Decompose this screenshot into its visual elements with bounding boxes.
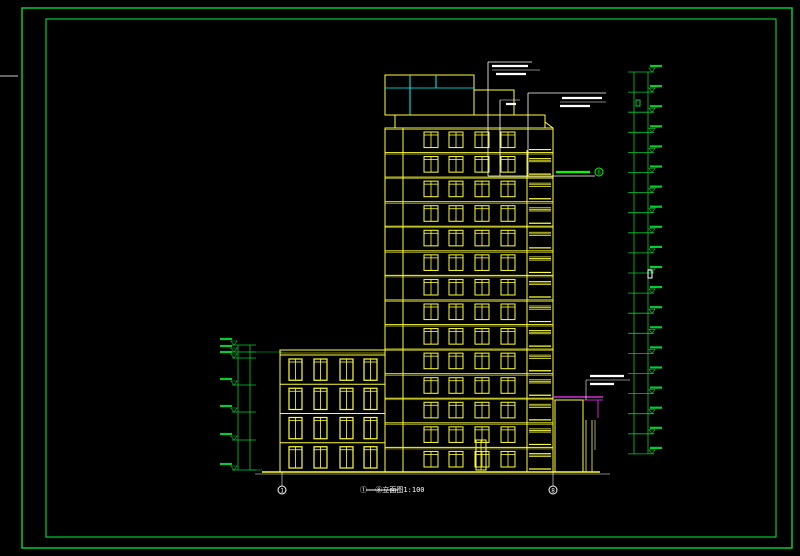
axis-left-label: 1	[280, 488, 284, 495]
roof-machine-room	[473, 89, 515, 116]
podium-block	[279, 349, 386, 473]
annotation-leaders	[281, 61, 630, 491]
elevation-marker	[648, 248, 656, 254]
axis-bubble-mid	[548, 485, 558, 495]
elevation-marker	[648, 168, 656, 173]
elevation-marker	[648, 389, 656, 395]
roof-parapet	[394, 114, 546, 129]
elevation-marker	[648, 429, 656, 435]
elevation-marker	[648, 148, 656, 153]
elevation-marker	[648, 308, 656, 314]
elevation-marker	[648, 87, 656, 93]
elevation-marker	[648, 329, 656, 334]
elevation-marker	[648, 107, 656, 113]
elevation-marker	[648, 449, 656, 455]
elevation-marker	[230, 380, 238, 386]
elevation-marker	[648, 349, 656, 354]
elevation-marker	[648, 369, 656, 374]
outer-border	[21, 7, 793, 549]
elevation-marker	[230, 353, 238, 359]
inner-border	[45, 18, 777, 538]
axis-markers: 1 8 6	[277, 167, 604, 495]
roof-stair-box	[384, 74, 475, 116]
ruler-box	[635, 99, 641, 107]
tower-block	[255, 74, 610, 475]
right-elevation-ruler	[628, 64, 662, 455]
elevation-marker	[230, 340, 238, 346]
elevation-marker	[230, 347, 238, 353]
roof-edge	[544, 121, 554, 129]
podium-outline	[279, 349, 386, 473]
drawing-frame	[0, 7, 793, 549]
elevation-marker	[648, 288, 656, 294]
elevation-marker	[648, 409, 656, 415]
elevation-marker	[230, 465, 238, 471]
elevation-marker	[648, 188, 656, 194]
left-elevation-ruler	[220, 337, 282, 471]
elevation-marker	[648, 208, 656, 214]
ruler-box	[647, 269, 653, 279]
axis-bubble-left	[277, 485, 287, 495]
elevation-marker	[230, 407, 238, 413]
axis-mid-label: 8	[551, 488, 555, 495]
canopy-column	[554, 399, 584, 473]
callout-bubble	[594, 167, 604, 177]
callout-bubble-label: 6	[597, 170, 601, 177]
drawing-title: ①——⑧立面图1:100	[360, 485, 425, 494]
elevation-marker	[648, 228, 656, 234]
elevation-marker	[648, 67, 656, 73]
elevation-marker	[648, 268, 656, 274]
elevation-marker	[230, 435, 238, 441]
elevation-marker	[648, 128, 656, 133]
